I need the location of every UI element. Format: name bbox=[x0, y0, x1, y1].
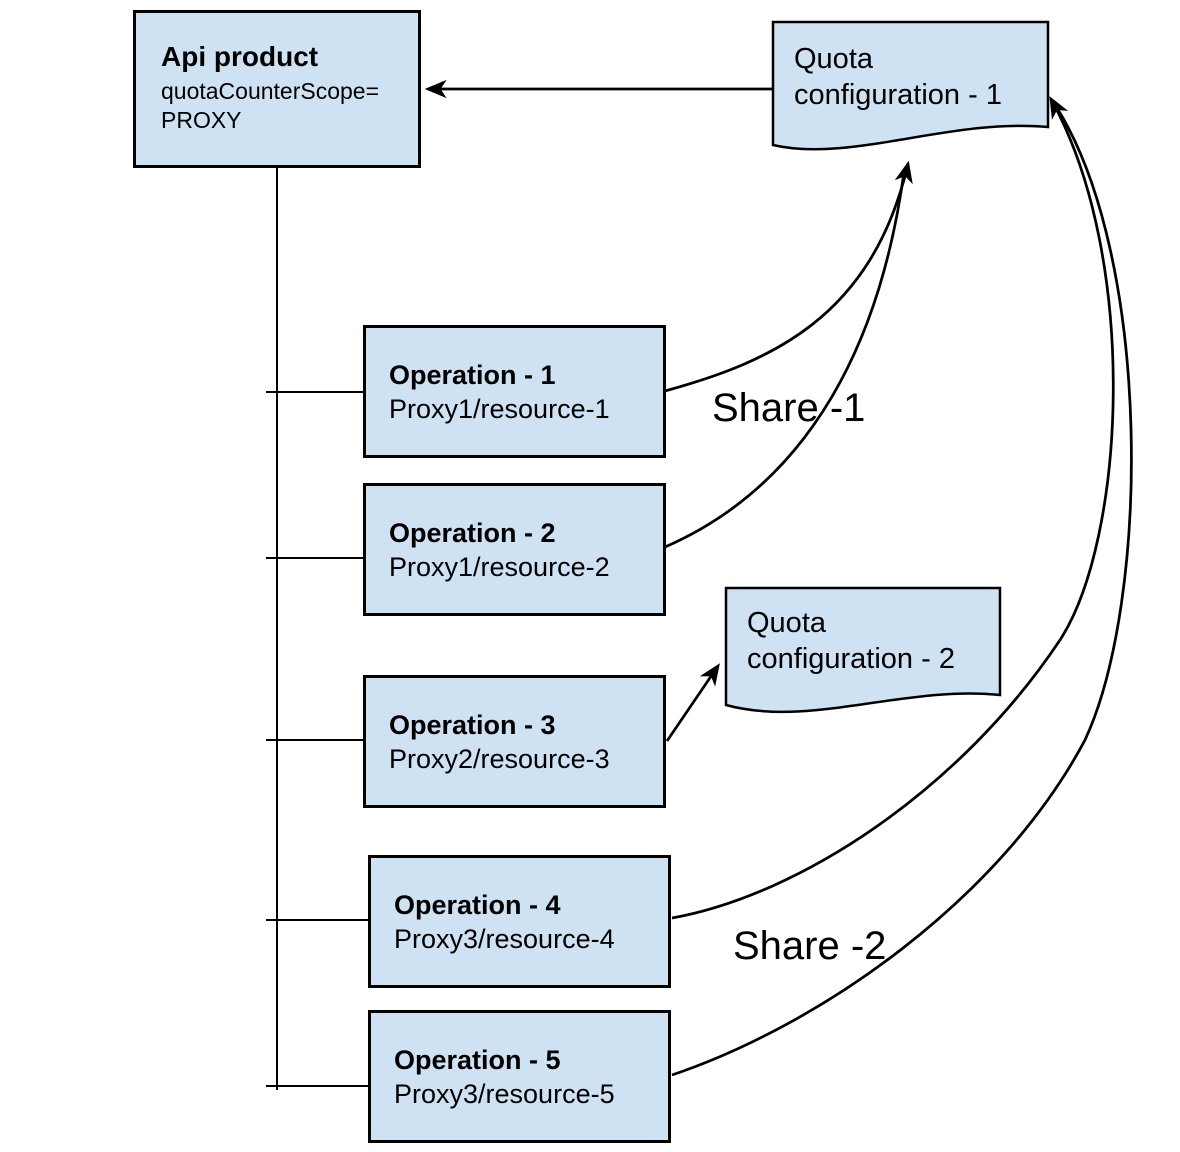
connector-op5-to-quota1 bbox=[671, 107, 1133, 1077]
quota-config-2-shape bbox=[724, 586, 1002, 714]
operation-2-path: Proxy1/resource-2 bbox=[389, 551, 610, 582]
quota-config-2-line1: Quota bbox=[747, 607, 826, 639]
share-2-label: Share -2 bbox=[733, 924, 887, 968]
operation-1-node: Operation - 1 Proxy1/resource-1 bbox=[363, 325, 666, 458]
operation-4-node: Operation - 4 Proxy3/resource-4 bbox=[368, 855, 671, 988]
connector-op4-to-quota1 bbox=[671, 96, 1115, 920]
connector-op1-to-quota1 bbox=[664, 160, 913, 393]
quota-config-1-label: Quota configuration - 1 bbox=[794, 41, 1002, 113]
quota-config-2-line2: configuration - 2 bbox=[747, 643, 955, 675]
quota-config-1-line2: configuration - 1 bbox=[794, 79, 1002, 111]
api-product-attr-line2: PROXY bbox=[161, 107, 242, 133]
operation-1-path: Proxy1/resource-1 bbox=[389, 393, 610, 424]
quota-config-1-line1: Quota bbox=[794, 43, 873, 75]
operation-4-title: Operation - 4 bbox=[394, 889, 561, 920]
operation-3-title: Operation - 3 bbox=[389, 709, 556, 740]
quota-config-2-label: Quota configuration - 2 bbox=[747, 605, 955, 677]
connector-op3-to-quota2 bbox=[665, 663, 720, 742]
quota-config-1-shape bbox=[771, 20, 1050, 151]
api-product-title: Api product bbox=[161, 41, 319, 72]
operation-5-path: Proxy3/resource-5 bbox=[394, 1078, 615, 1109]
connector-op2-to-quota1 bbox=[664, 171, 906, 549]
share-1-label: Share -1 bbox=[712, 386, 866, 430]
operation-2-title: Operation - 2 bbox=[389, 517, 556, 548]
api-product-attr-line1: quotaCounterScope= bbox=[161, 78, 380, 104]
operation-5-title: Operation - 5 bbox=[394, 1044, 561, 1075]
operation-2-node: Operation - 2 Proxy1/resource-2 bbox=[363, 483, 666, 616]
operation-5-node: Operation - 5 Proxy3/resource-5 bbox=[368, 1010, 671, 1143]
operation-1-title: Operation - 1 bbox=[389, 359, 556, 390]
operation-4-path: Proxy3/resource-4 bbox=[394, 923, 615, 954]
operation-3-node: Operation - 3 Proxy2/resource-3 bbox=[363, 675, 666, 808]
api-product-node: Api product quotaCounterScope= PROXY bbox=[133, 10, 421, 168]
operation-3-path: Proxy2/resource-3 bbox=[389, 743, 610, 774]
